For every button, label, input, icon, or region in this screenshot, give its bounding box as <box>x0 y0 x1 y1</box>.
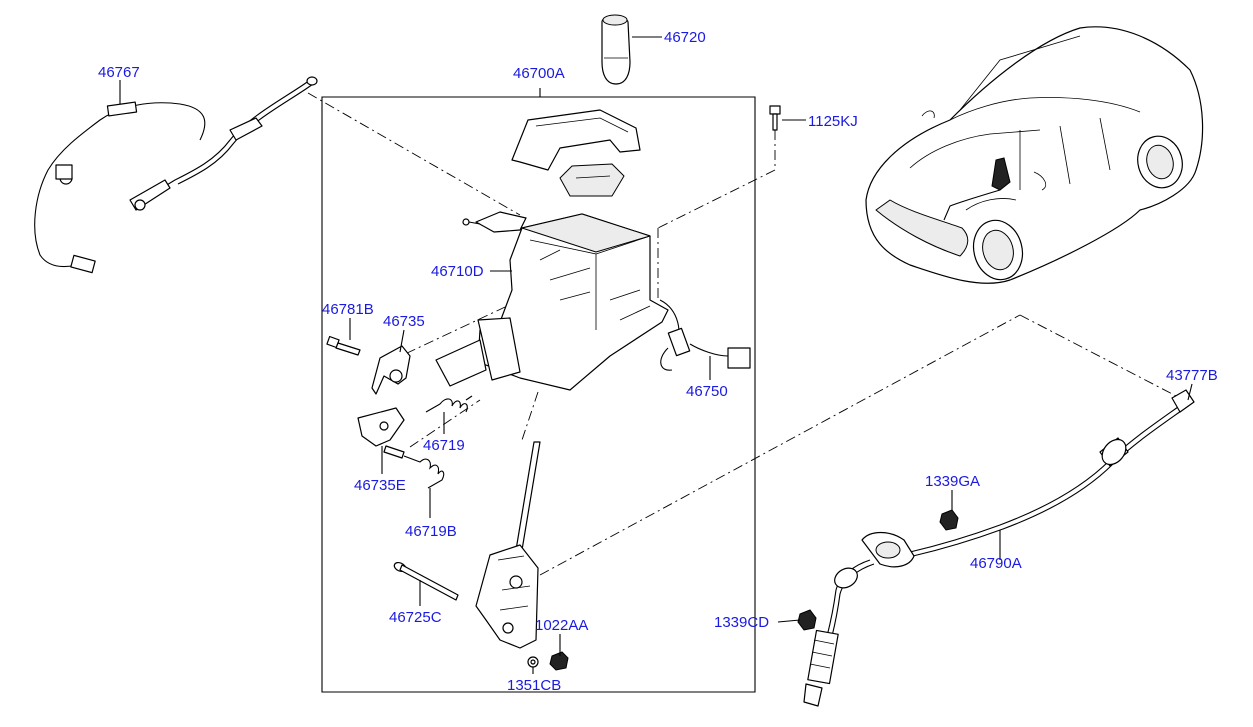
shift-lever-assembly <box>475 441 541 649</box>
label-1351CB: 1351CB <box>507 677 561 694</box>
label-46781B: 46781B <box>322 301 374 318</box>
assembly-frame <box>321 88 756 693</box>
spring-46719B <box>403 455 445 489</box>
cable-46790A <box>797 389 1195 707</box>
guide-lines <box>307 92 1181 576</box>
pin-46781B <box>326 335 361 356</box>
nut-1022AA <box>549 651 569 671</box>
pin-46725C <box>393 561 459 601</box>
label-43777B: 43777B <box>1166 367 1218 384</box>
upper-cover <box>511 109 641 197</box>
label-46725C: 46725C <box>389 609 442 626</box>
shift-knob-46720 <box>601 14 631 85</box>
label-46767: 46767 <box>98 64 140 81</box>
cable-46767 <box>34 76 318 274</box>
spring-46719 <box>425 395 473 413</box>
label-46735: 46735 <box>383 313 425 330</box>
detent-46735E <box>357 407 405 459</box>
washer-1351CB <box>527 656 539 668</box>
connector-46750 <box>659 299 751 371</box>
part-labels: 46767 46700A 46720 1125KJ 46710D 46781B … <box>98 29 1218 694</box>
label-46750: 46750 <box>686 383 728 400</box>
label-1339GA: 1339GA <box>925 473 980 490</box>
leader-lines <box>119 36 1193 674</box>
lever-46735 <box>371 345 411 395</box>
label-46735E: 46735E <box>354 477 406 494</box>
car-illustration <box>865 26 1204 284</box>
label-46790A: 46790A <box>970 555 1022 572</box>
label-46700A: 46700A <box>513 65 565 82</box>
label-1022AA: 1022AA <box>535 617 588 634</box>
label-1125KJ: 1125KJ <box>808 113 858 130</box>
label-46720: 46720 <box>664 29 706 46</box>
label-46719: 46719 <box>423 437 465 454</box>
label-1339CD: 1339CD <box>714 614 769 631</box>
label-46719B: 46719B <box>405 523 457 540</box>
bolt-1125KJ <box>769 105 781 131</box>
label-46710D: 46710D <box>431 263 484 280</box>
housing-46710D <box>435 211 669 391</box>
